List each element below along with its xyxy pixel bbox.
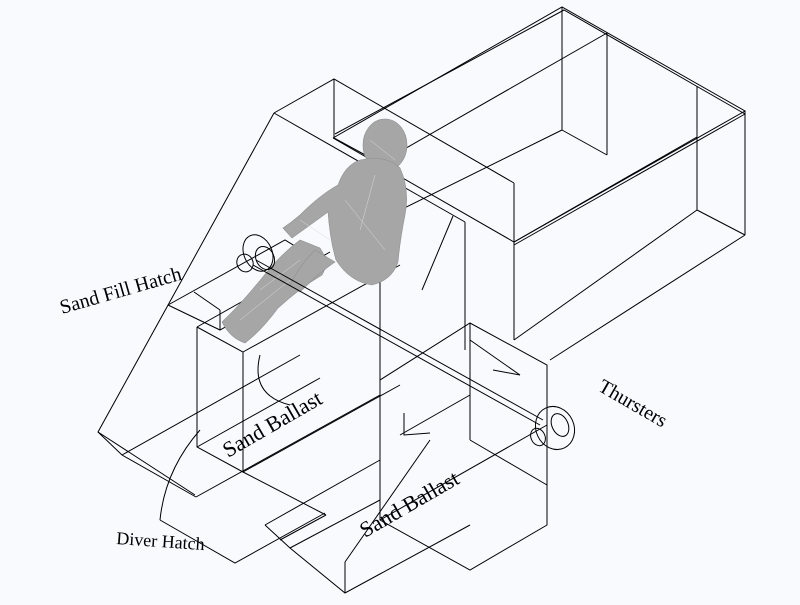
label-sand-ballast-right: Sand Ballast [355,465,463,542]
label-diver-hatch: Diver Hatch [116,528,206,554]
ballast-box-right [379,322,548,571]
upper-housing [332,6,747,361]
drive-shaft [252,259,544,426]
label-thrusters: Thursters [595,375,672,432]
thruster-left [236,234,276,273]
lower-skids [159,429,471,594]
thruster-right [530,406,576,450]
front-nose [97,112,381,498]
diver-figure [221,118,408,344]
